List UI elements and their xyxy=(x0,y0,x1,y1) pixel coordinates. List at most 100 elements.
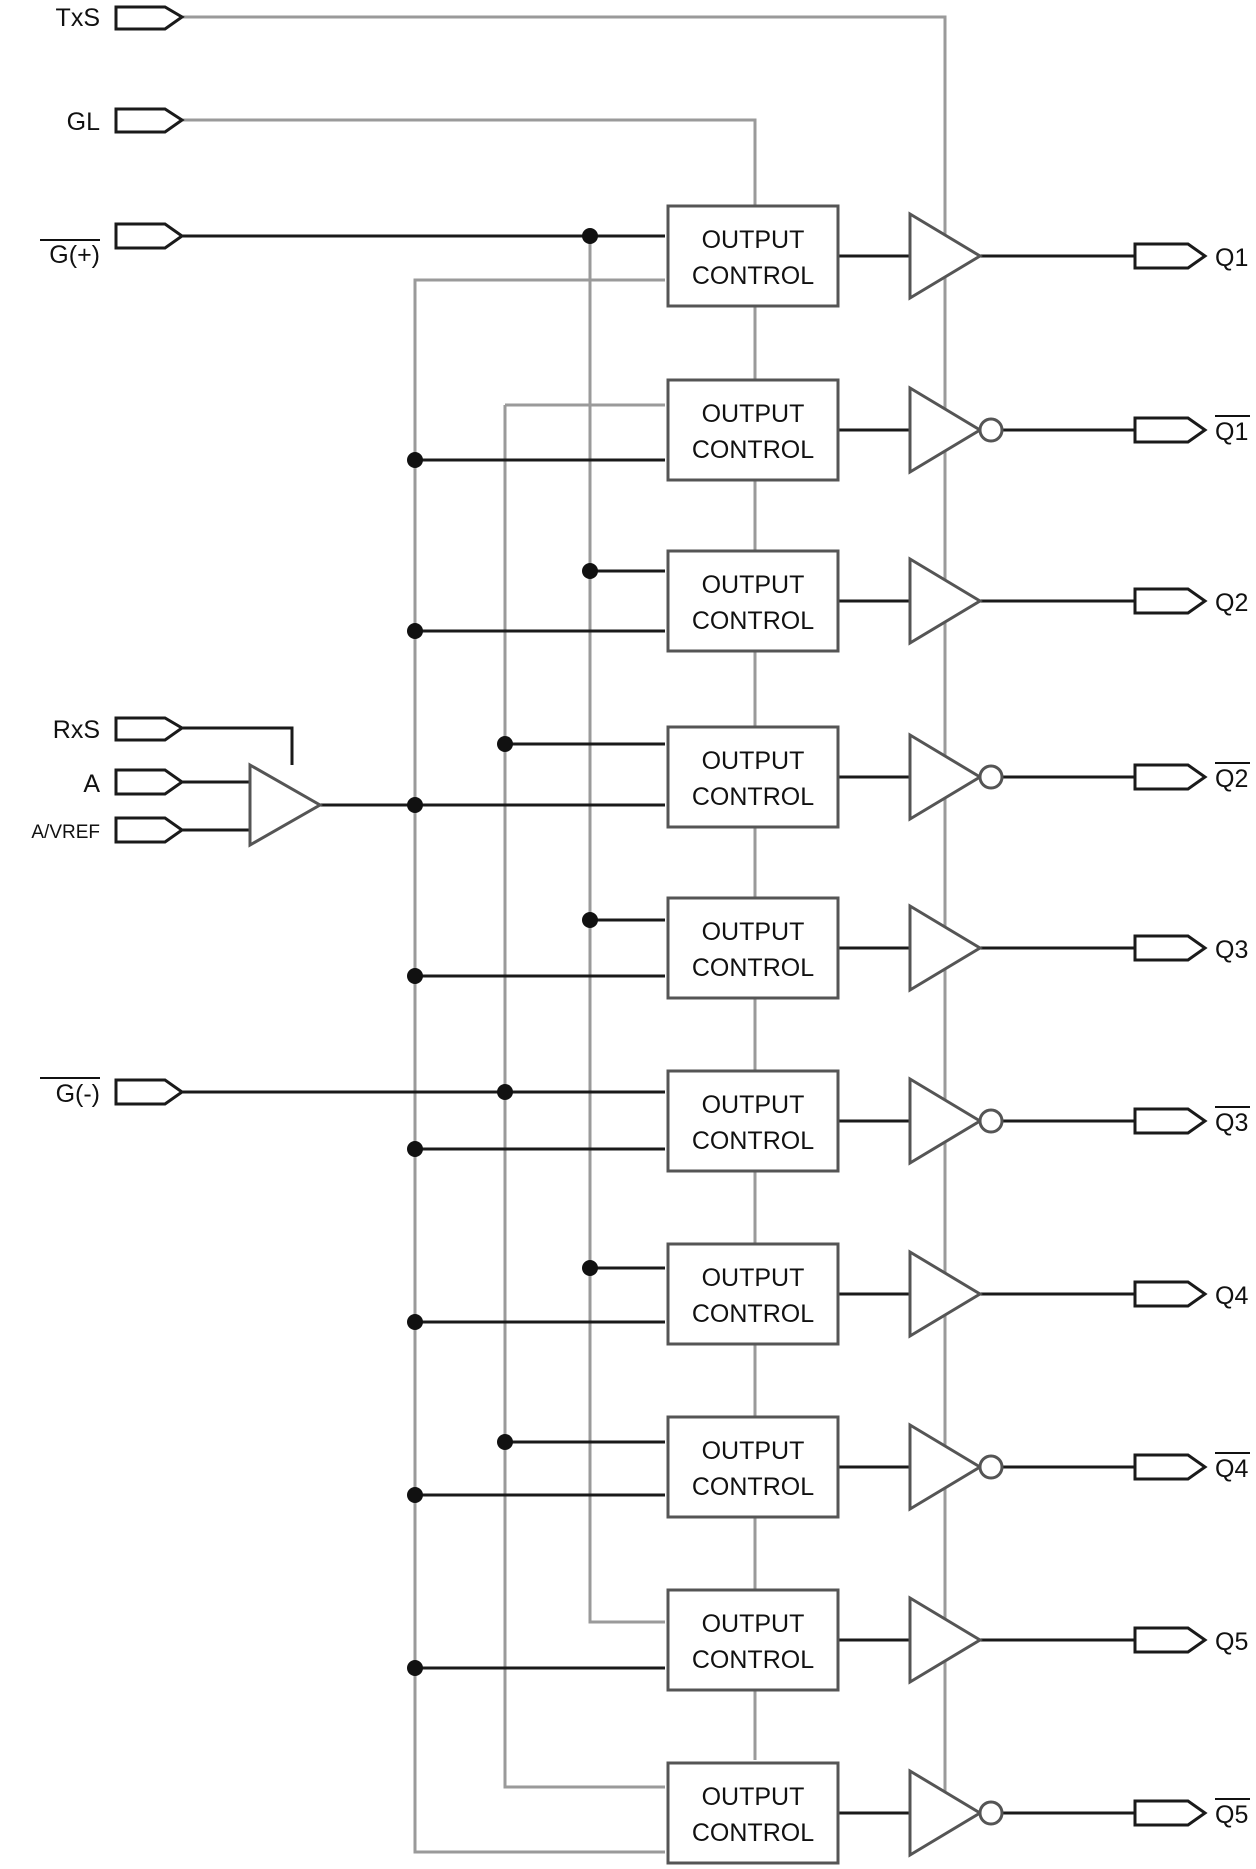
junction-dot xyxy=(582,1260,598,1276)
input-pin-a xyxy=(114,768,185,796)
buffer xyxy=(908,211,983,301)
input-pin-g-minus xyxy=(114,1078,185,1106)
output-pin xyxy=(1133,934,1208,962)
input-label-g-plus: G(+) xyxy=(49,241,100,269)
output-control-label: CONTROL xyxy=(692,607,814,635)
junction-dot xyxy=(407,1314,423,1330)
output-control-label: OUTPUT xyxy=(702,1264,805,1292)
output-control-label: CONTROL xyxy=(692,1819,814,1847)
output-control-label: OUTPUT xyxy=(702,918,805,946)
input-label-txs: TxS xyxy=(56,4,100,32)
output-pin xyxy=(1133,1453,1208,1481)
output-control-label: OUTPUT xyxy=(702,1437,805,1465)
output-control-box xyxy=(666,1588,840,1692)
output-chain: OUTPUTCONTROLQ1OUTPUTCONTROLQ1OUTPUTCONT… xyxy=(666,204,1250,1865)
output-control-box xyxy=(666,1242,840,1346)
output-label: Q2 xyxy=(1215,765,1248,793)
inversion-bubble xyxy=(978,417,1004,443)
output-label: Q5 xyxy=(1215,1801,1248,1829)
inverting-buffer xyxy=(908,1422,983,1512)
wires xyxy=(180,15,1135,1854)
output-pin xyxy=(1133,416,1208,444)
output-control-label: CONTROL xyxy=(692,436,814,464)
inverting-buffer xyxy=(908,1768,983,1858)
junction-dot xyxy=(582,912,598,928)
output-label: Q1 xyxy=(1215,244,1248,272)
input-pin-g-plus xyxy=(114,222,185,250)
inversion-bubble xyxy=(978,764,1004,790)
inversion-bubble xyxy=(978,1454,1004,1480)
output-control-box xyxy=(666,204,840,308)
junction-dot xyxy=(582,563,598,579)
input-pin-gl xyxy=(114,107,185,134)
output-control-label: OUTPUT xyxy=(702,400,805,428)
output-control-label: OUTPUT xyxy=(702,747,805,775)
buffer xyxy=(908,1595,983,1685)
inverting-buffer xyxy=(908,732,983,822)
output-label: Q4 xyxy=(1215,1282,1248,1310)
inverting-buffer xyxy=(908,1076,983,1166)
junction-dot xyxy=(497,1084,513,1100)
output-control-box xyxy=(666,378,840,482)
output-control-label: CONTROL xyxy=(692,1127,814,1155)
junction-dot xyxy=(407,968,423,984)
output-label: Q3 xyxy=(1215,936,1248,964)
junction-dot xyxy=(407,1660,423,1676)
output-control-label: OUTPUT xyxy=(702,1783,805,1811)
output-control-box xyxy=(666,896,840,1000)
input-pins: TxS GL G(+) RxS A A/VREF G(-) xyxy=(31,4,185,1108)
output-control-box xyxy=(666,1761,840,1865)
junction-dot xyxy=(497,1434,513,1450)
input-label-g-minus: G(-) xyxy=(56,1080,100,1108)
inversion-bubble xyxy=(978,1108,1004,1134)
inversion-bubble xyxy=(978,1800,1004,1826)
output-control-label: OUTPUT xyxy=(702,226,805,254)
output-control-box xyxy=(666,725,840,829)
output-label: Q5 xyxy=(1215,1628,1248,1656)
output-pin xyxy=(1133,1626,1208,1654)
output-pin xyxy=(1133,1107,1208,1135)
junction-dots xyxy=(407,228,598,1676)
output-label: Q4 xyxy=(1215,1455,1248,1483)
output-control-box xyxy=(666,549,840,653)
output-control-label: OUTPUT xyxy=(702,1091,805,1119)
output-control-label: OUTPUT xyxy=(702,571,805,599)
output-control-box xyxy=(666,1069,840,1173)
junction-dot xyxy=(407,623,423,639)
receiver-buffer xyxy=(248,762,324,848)
output-control-label: CONTROL xyxy=(692,954,814,982)
output-pin xyxy=(1133,763,1208,791)
input-label-rxs: RxS xyxy=(53,716,100,744)
junction-dot xyxy=(407,1141,423,1157)
input-label-a: A xyxy=(83,770,100,798)
junction-dot xyxy=(407,452,423,468)
output-pin xyxy=(1133,587,1208,615)
input-pin-a-vref xyxy=(114,816,185,844)
output-label: Q1 xyxy=(1215,418,1248,446)
output-label: Q2 xyxy=(1215,589,1248,617)
junction-dot xyxy=(497,736,513,752)
output-label: Q3 xyxy=(1215,1109,1248,1137)
junction-dot xyxy=(407,797,423,813)
output-pin xyxy=(1133,1280,1208,1308)
input-pin-rxs xyxy=(114,716,185,742)
output-control-label: CONTROL xyxy=(692,1300,814,1328)
input-pin-txs xyxy=(114,5,185,31)
buffer xyxy=(908,556,983,646)
output-control-box xyxy=(666,1415,840,1519)
output-control-label: CONTROL xyxy=(692,262,814,290)
input-label-a-vref: A/VREF xyxy=(31,822,100,843)
output-control-label: OUTPUT xyxy=(702,1610,805,1638)
output-control-label: CONTROL xyxy=(692,1646,814,1674)
junction-dot xyxy=(582,228,598,244)
junction-dot xyxy=(407,1487,423,1503)
output-control-label: CONTROL xyxy=(692,1473,814,1501)
buffer xyxy=(908,1249,983,1339)
output-pin xyxy=(1133,242,1208,270)
buffer xyxy=(908,903,983,993)
inverting-buffer xyxy=(908,385,983,475)
input-label-gl: GL xyxy=(67,108,100,136)
output-pin xyxy=(1133,1799,1208,1827)
